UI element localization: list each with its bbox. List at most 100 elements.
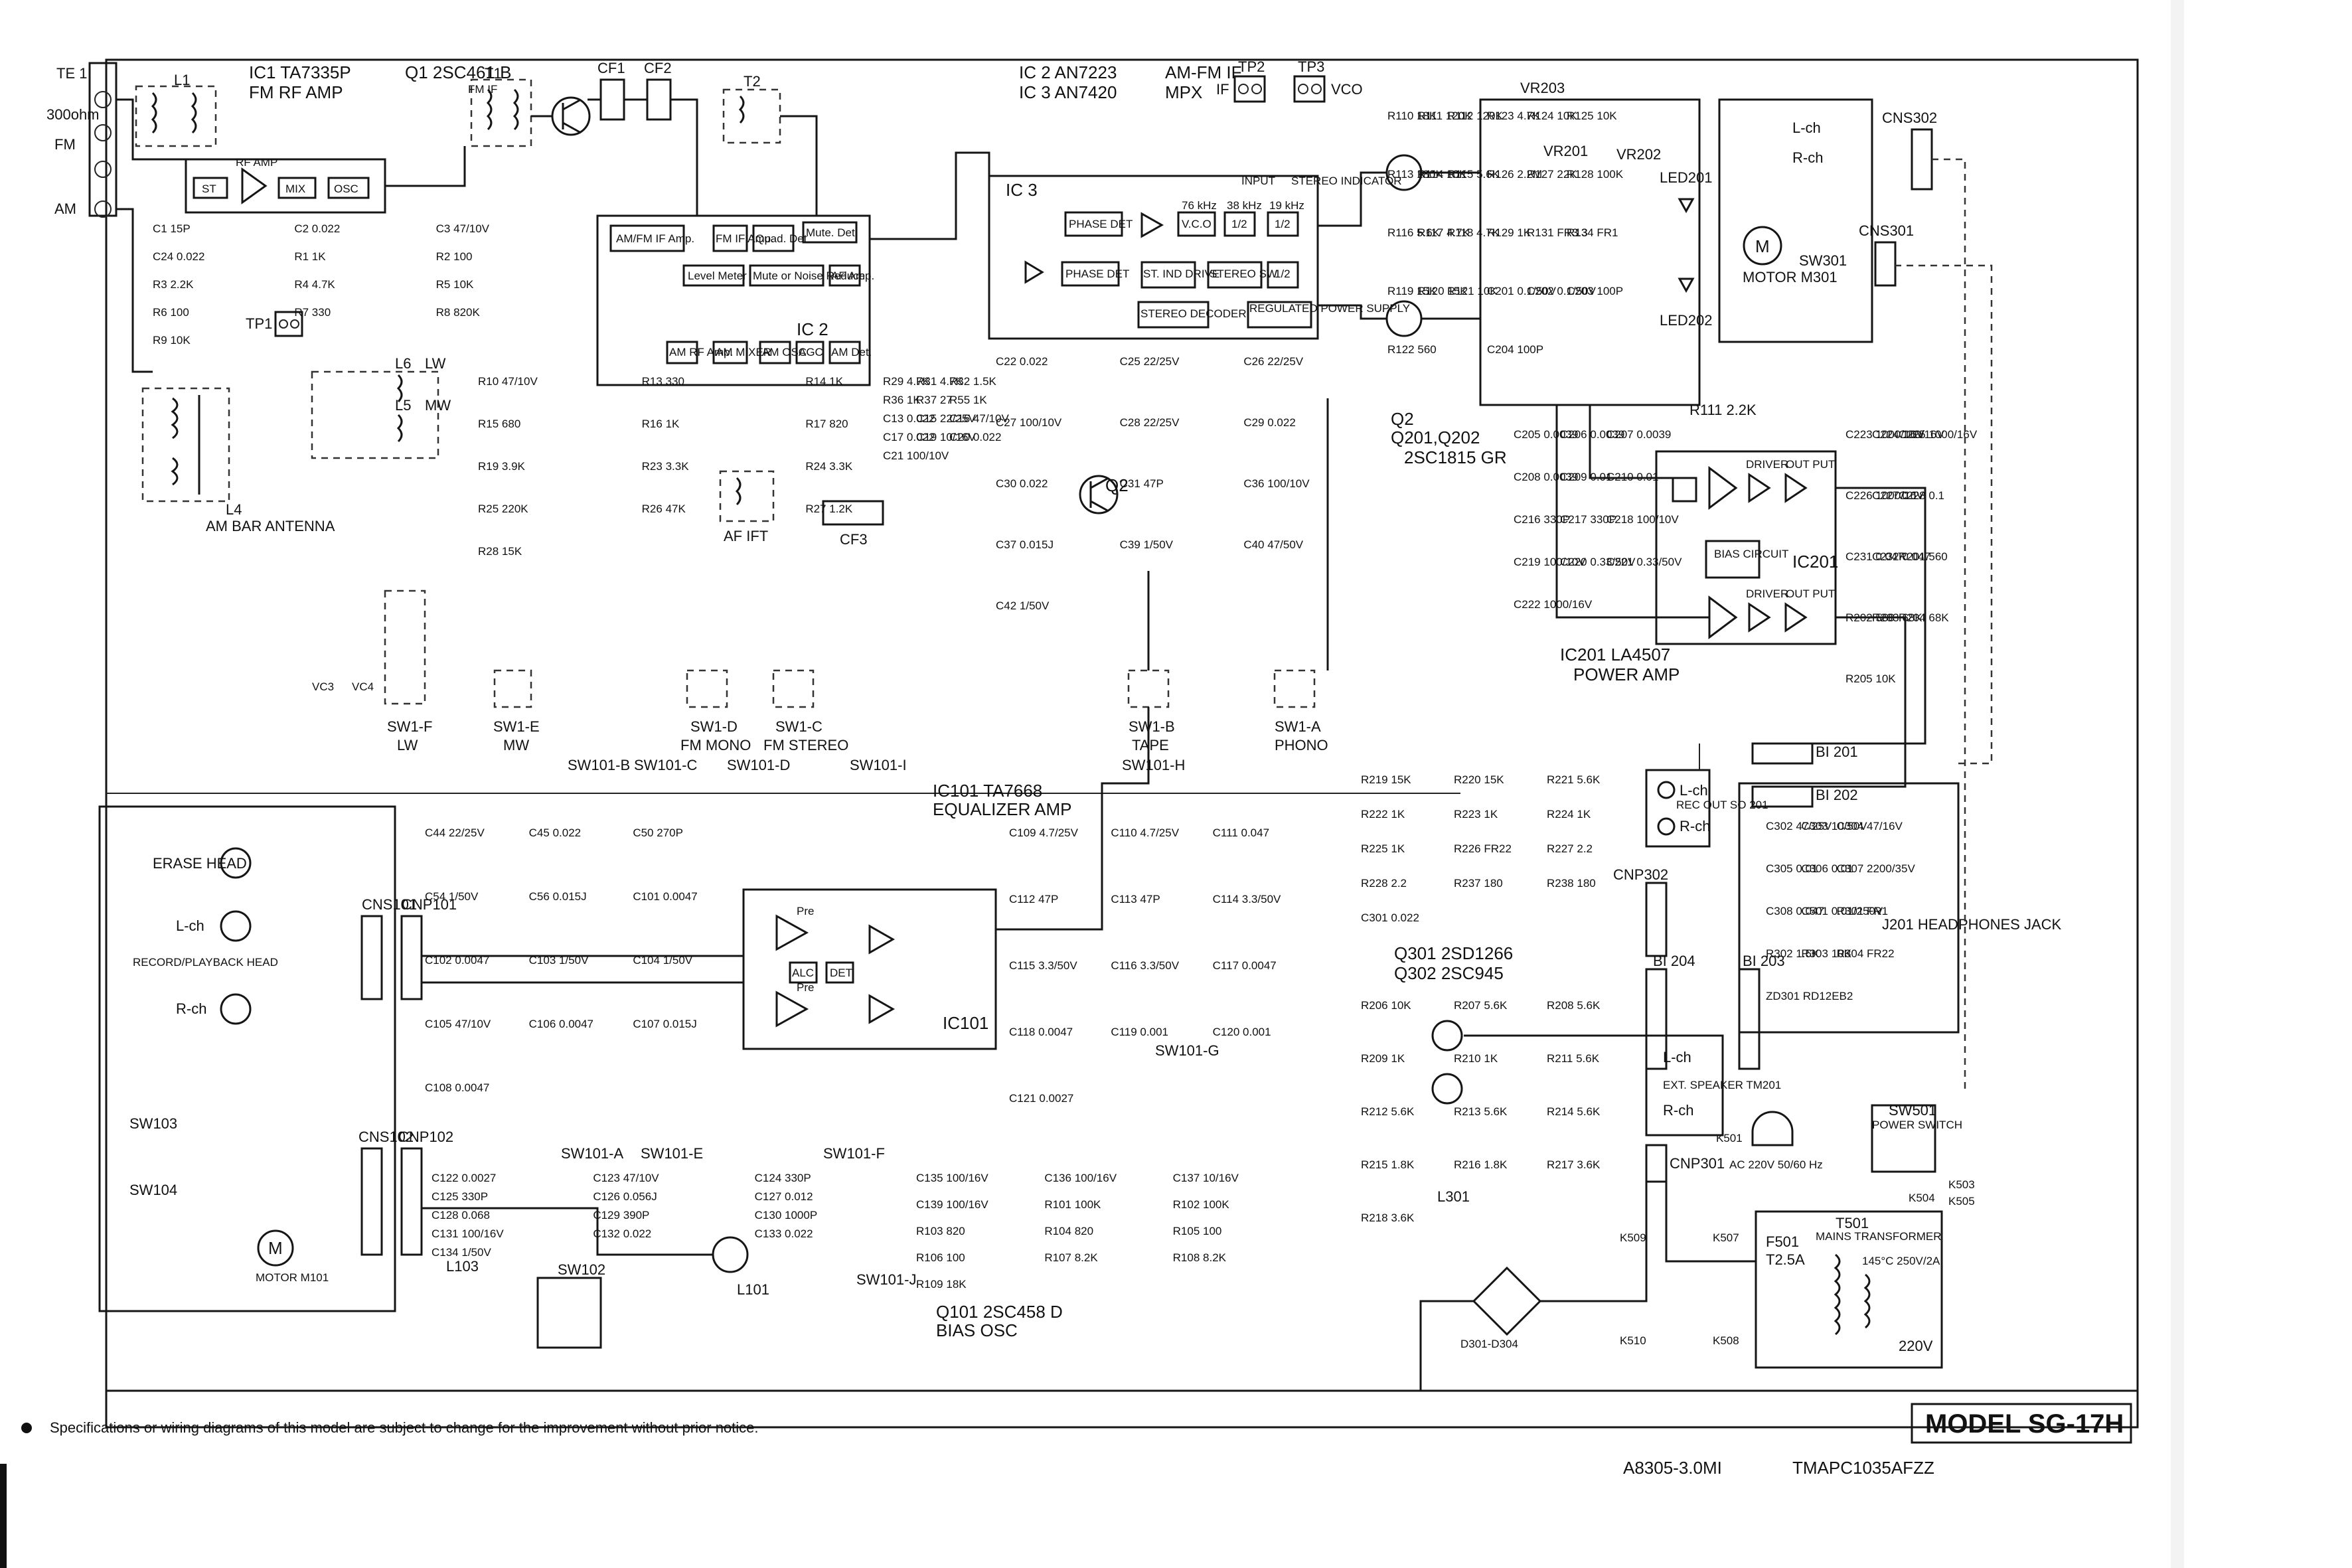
q302-body — [1431, 1073, 1463, 1105]
ic2-block: AM/FM IF Amp. FM IF Amp. Quad. Det Mute.… — [596, 214, 874, 386]
ic3-stereo-sw-text: STEREO SW — [1210, 268, 1277, 280]
component-value: C37 0.015J — [996, 538, 1054, 551]
antenna-term-3 — [94, 161, 112, 178]
component-value: C31 47P — [1120, 477, 1164, 490]
cnp301-label: CNP301 — [1670, 1155, 1725, 1172]
component-value: C13 0.022 — [883, 412, 935, 425]
component-value: R223 1K — [1454, 808, 1498, 821]
l5-label: L5 — [395, 397, 411, 414]
component-value: R114 10K — [1417, 168, 1467, 181]
ic2-inside-label: IC 2 — [797, 319, 828, 339]
component-value: C227 0.1 — [1872, 489, 1918, 502]
ic201-out-1-text: OUT PUT — [1786, 458, 1835, 471]
ic3-div-1 — [1223, 211, 1256, 237]
component-value: C307 2200/35V — [1837, 862, 1916, 875]
cns302-label: CNS302 — [1882, 110, 1937, 126]
model-title-box — [1911, 1403, 2132, 1444]
q2-tag: Q2 — [1105, 475, 1129, 495]
component-value: C225 1000/16V — [1899, 428, 1978, 441]
wire-erase-osc — [422, 1207, 713, 1256]
component-value: R113 180K — [1387, 168, 1443, 181]
component-value: C116 3.3/50V — [1111, 959, 1179, 972]
k501-label: K501 — [1716, 1132, 1743, 1144]
cf1-label: CF1 — [597, 60, 625, 76]
component-value: R134 FR1 — [1567, 226, 1618, 239]
component-value: C110 4.7/25V — [1111, 826, 1179, 839]
component-value: R215 1.8K — [1361, 1158, 1415, 1171]
antenna-terminal-group: TE 1 300ohm FM AM — [46, 62, 118, 218]
ic1-st-box — [193, 177, 228, 199]
component-value: C120 0.001 — [1213, 1026, 1271, 1038]
l1-coil: L1 — [135, 72, 217, 147]
component-value: C102 0.0047 — [425, 954, 489, 967]
component-value: C39 1/50V — [1120, 538, 1174, 551]
component-value: R226 FR22 — [1454, 842, 1512, 855]
sw1d-sub: FM MONO — [680, 737, 751, 753]
d301-label: D301-D304 — [1460, 1338, 1518, 1350]
component-value: C101 0.0047 — [633, 890, 697, 903]
ic2-noise-text: Mute or Noise Reduce — [753, 270, 865, 282]
component-value: C219 100/10V — [1514, 556, 1586, 568]
tp3-pin-a — [1298, 84, 1308, 94]
am-bar-antenna: L4 AM BAR ANTENNA — [141, 387, 335, 534]
component-value: C501 0.01/250V — [1801, 905, 1883, 917]
component-value: R112 120K — [1447, 110, 1503, 122]
led201-symbol — [1678, 198, 1695, 214]
ic2-af-amp — [828, 264, 861, 287]
component-value: C2 0.022 — [294, 222, 340, 235]
component-value: R29 4.7K — [883, 375, 931, 388]
q2-collector — [1090, 477, 1109, 489]
component-value: R218 3.6K — [1361, 1212, 1415, 1224]
ic201-out-2-text: OUT PUT — [1786, 588, 1835, 600]
component-value: R27 1.2K — [805, 503, 853, 515]
component-value: R206 10K — [1361, 999, 1411, 1012]
component-value: C126 0.056J — [593, 1190, 657, 1203]
component-value: R2 100 — [436, 250, 473, 263]
cnp302-label: CNP302 — [1613, 866, 1668, 883]
ic2-am-rf-text: AM RF Amp. — [669, 346, 733, 358]
sw101d-label: SW101-D — [727, 757, 790, 773]
t501-primary — [1834, 1253, 1841, 1336]
wire-network — [106, 98, 2138, 1392]
component-value: C139 100/16V — [916, 1198, 988, 1211]
sw1c-sub: FM STEREO — [763, 737, 848, 753]
ic201-bias — [1705, 540, 1761, 579]
t2-shield — [722, 88, 781, 144]
test-points-top: TP2 IF TP3 VCO — [1216, 58, 1363, 103]
rec-head-r-symbol — [220, 993, 252, 1025]
cns102-body — [360, 1147, 383, 1256]
component-value: R301 FR1 — [1837, 905, 1888, 917]
component-value: R17 820 — [805, 418, 848, 430]
ic201-driver-2-text: DRIVER — [1746, 588, 1788, 600]
l301-label: L301 — [1437, 1188, 1470, 1205]
sw103-label: SW103 — [129, 1115, 177, 1132]
component-value: R1 1K — [294, 250, 326, 263]
component-value: C15 22/25V — [916, 412, 976, 425]
component-value: C220 0.33/50V — [1560, 556, 1636, 568]
t501-frame — [1755, 1210, 1943, 1369]
t2-winding — [738, 95, 745, 124]
scan-edge — [0, 1464, 7, 1568]
ic3-div-2-text: 1/2 — [1275, 218, 1291, 230]
sw1f-body — [384, 589, 426, 705]
sw101c-label: SW101-C — [634, 757, 697, 773]
tm201-rch: R-ch — [1663, 1102, 1693, 1119]
component-value: C209 0.01 — [1560, 471, 1612, 483]
t501-label: T501 — [1836, 1215, 1869, 1231]
vr202-label: VR202 — [1616, 146, 1661, 163]
component-value: R108 8.2K — [1173, 1251, 1227, 1264]
component-value: C201 0.1/50V — [1487, 285, 1557, 297]
ic2-af-amp-text: AF Amp. — [831, 270, 874, 282]
wire-ic3-q201 — [1318, 171, 1387, 227]
component-value: R123 4.7K — [1487, 110, 1541, 122]
t1-winding-a — [486, 88, 493, 131]
wire-ic2-ic3 — [870, 151, 990, 240]
ohm300-label: 300ohm — [46, 106, 100, 123]
model-title: MODEL SG-17H — [1925, 1409, 2124, 1439]
cnp301-body — [1645, 1144, 1668, 1183]
component-value: R304 FR22 — [1837, 947, 1895, 960]
ic2-desc: AM-FM IF — [1165, 62, 1242, 82]
ic3-vco — [1177, 211, 1216, 237]
component-value: R103 820 — [916, 1225, 965, 1237]
l1-winding-b — [191, 92, 197, 134]
